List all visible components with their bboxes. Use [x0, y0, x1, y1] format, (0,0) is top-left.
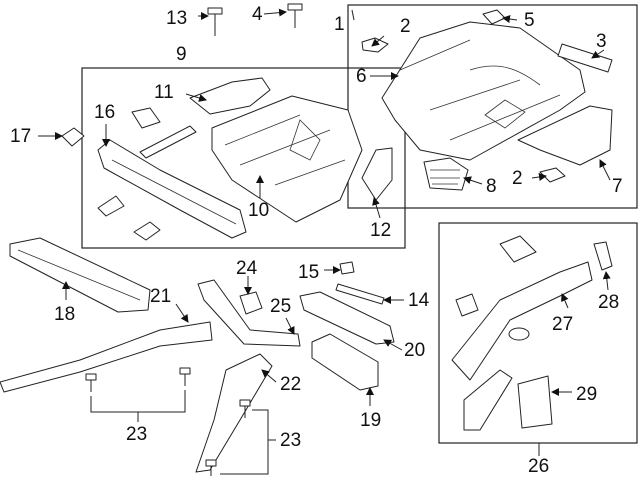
- callout-1: 1: [334, 14, 345, 35]
- callout-16: 16: [94, 102, 115, 123]
- part-cowl-16: [97, 139, 247, 239]
- callout-25: 25: [270, 296, 291, 317]
- callout-20: 20: [404, 340, 425, 361]
- callout-21: 21: [150, 286, 171, 307]
- part-extension-19: [311, 333, 379, 391]
- part-bracket-upper: [499, 235, 537, 263]
- part-bracket-2a: [361, 37, 389, 53]
- part-bracket-5: [482, 9, 506, 25]
- callout-28: 28: [598, 292, 619, 313]
- part-rear-floor-pan: [381, 21, 586, 161]
- part-bracket-12: [361, 147, 393, 201]
- callout-2-second: 2: [512, 168, 523, 189]
- part-bracket-2b: [539, 167, 566, 183]
- group-box-rear-floor: [347, 4, 638, 209]
- callout-22: 22: [280, 374, 301, 395]
- callout-11: 11: [154, 82, 174, 103]
- callout-2: 2: [400, 16, 411, 37]
- part-frame-rail-21: [0, 321, 213, 393]
- part-bolt-13: [207, 7, 223, 36]
- callout-3: 3: [596, 31, 607, 52]
- callout-17: 17: [10, 126, 31, 147]
- callout-19: 19: [360, 410, 381, 431]
- callout-6: 6: [356, 66, 367, 87]
- callout-7: 7: [612, 176, 623, 197]
- part-mount-24: [239, 291, 263, 315]
- part-lower-bracket-b: [133, 221, 161, 241]
- callout-4: 4: [252, 4, 263, 25]
- callout-13: 13: [166, 8, 187, 29]
- callout-23: 23: [126, 424, 147, 445]
- callout-12: 12: [370, 220, 391, 241]
- part-rear-rail-27: [451, 261, 593, 381]
- part-bolts-23: [85, 367, 251, 476]
- callout-29: 29: [576, 384, 597, 405]
- callout-26: 26: [528, 456, 549, 477]
- part-clip-15: [339, 261, 355, 275]
- callout-27: 27: [552, 314, 573, 335]
- part-bracket-28: [593, 241, 613, 271]
- callout-24: 24: [236, 258, 258, 279]
- callout-8: 8: [486, 176, 497, 197]
- group-box-rear-rail: [438, 222, 638, 444]
- part-rail-22: [195, 353, 273, 473]
- callout-18: 18: [54, 304, 75, 325]
- part-crossmember-center: [139, 125, 197, 159]
- callout-9: 9: [176, 44, 187, 65]
- part-front-floor-10: [211, 95, 363, 223]
- part-panel-29: [517, 375, 553, 429]
- part-rail-25: [197, 279, 301, 347]
- part-mount-ring: [508, 327, 530, 341]
- part-bracket-14: [335, 283, 385, 305]
- callout-15: 15: [298, 262, 319, 283]
- part-spare-floor-7: [517, 105, 613, 166]
- callout-14: 14: [408, 290, 430, 311]
- part-rail-18: [9, 237, 151, 313]
- callout-5: 5: [524, 10, 535, 31]
- part-lower-bracket-a: [97, 195, 125, 217]
- part-small-bracket: [131, 107, 161, 129]
- part-bolt-4: [287, 3, 303, 28]
- part-crossmember-8: [423, 157, 469, 191]
- callout-23-second: 23: [280, 430, 301, 451]
- part-bracket-left: [455, 293, 479, 317]
- callout-10: 10: [248, 200, 269, 221]
- part-rail-lower: [463, 369, 513, 431]
- part-clip-17: [61, 127, 85, 147]
- group-box-floor-pan: [81, 67, 406, 249]
- part-extension-20: [299, 291, 395, 345]
- part-brace-11: [189, 77, 271, 115]
